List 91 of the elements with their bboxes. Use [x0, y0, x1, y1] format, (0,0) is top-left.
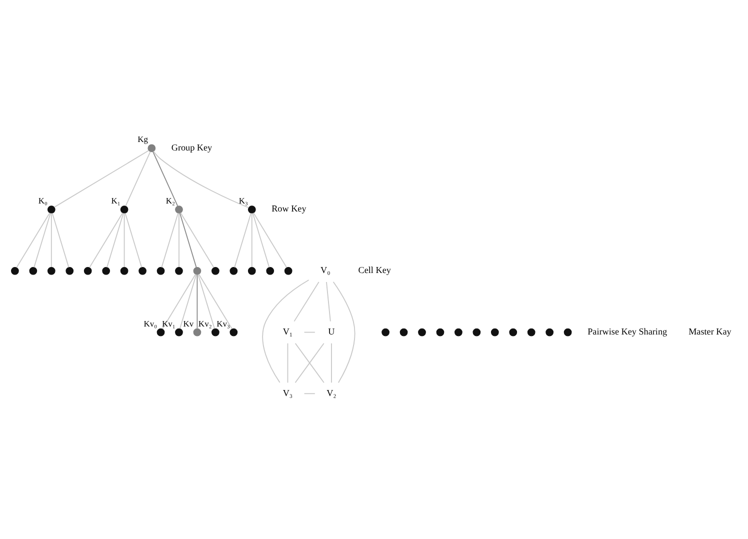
- node-circle: [490, 328, 499, 336]
- connector: [179, 212, 197, 268]
- connector: [234, 212, 252, 268]
- connector: [198, 273, 232, 329]
- label: Row Key: [272, 203, 306, 214]
- node-circle: [175, 205, 183, 213]
- connector: [304, 331, 316, 332]
- node-circle: [546, 328, 554, 336]
- label: Master Kay: [688, 326, 732, 336]
- label: Group Key: [171, 142, 212, 152]
- node-circle: [211, 266, 220, 274]
- connector: [331, 342, 332, 383]
- connector: [124, 212, 142, 268]
- connector: [54, 150, 150, 208]
- connector: [304, 392, 316, 394]
- node-circle: [400, 328, 408, 336]
- node-circle: [120, 266, 128, 274]
- node-circle: [193, 266, 202, 274]
- connector: [262, 279, 310, 382]
- node-circle: [120, 205, 128, 213]
- connector: [179, 274, 197, 329]
- node-circle: [248, 205, 256, 213]
- node-circle: [527, 328, 536, 336]
- node-circle: [11, 266, 19, 274]
- node-circle: [175, 328, 183, 336]
- connector: [294, 281, 320, 322]
- node-circle: [211, 328, 220, 336]
- node-circle: [248, 266, 256, 274]
- node-label: Kv₂: [198, 318, 212, 328]
- node-circle: [156, 266, 165, 274]
- node-label: K₂: [166, 195, 176, 206]
- node-circle: [148, 144, 156, 152]
- node-circle: [382, 328, 390, 336]
- connector: [34, 212, 51, 268]
- connector: [196, 274, 198, 328]
- node-circle: [454, 328, 462, 336]
- connector: [106, 212, 124, 268]
- node-circle: [472, 328, 481, 336]
- node-circle: [284, 266, 292, 274]
- connector: [161, 212, 178, 268]
- node-circle: [47, 205, 56, 213]
- node-circle: [230, 266, 238, 274]
- label: Pairwise Key Sharing: [588, 326, 668, 336]
- node-label: Kv₀: [144, 318, 158, 328]
- node-label: K₀: [38, 195, 48, 206]
- connector: [294, 342, 324, 383]
- connector: [152, 150, 178, 206]
- connector: [16, 212, 50, 268]
- connector: [125, 150, 151, 206]
- node-label: Kv: [183, 318, 194, 328]
- node-circle: [66, 266, 74, 274]
- node-circle: [436, 328, 444, 336]
- node-text: V₃: [282, 387, 293, 398]
- connector: [52, 212, 70, 268]
- node-circle: [509, 328, 518, 336]
- connector: [89, 212, 124, 268]
- node-text: V₀: [320, 264, 330, 275]
- node-circle: [564, 328, 572, 336]
- connector: [124, 212, 125, 267]
- node-text: V₁: [282, 326, 293, 336]
- node-circle: [47, 266, 56, 274]
- node-circle: [266, 266, 274, 274]
- connector: [253, 212, 288, 268]
- node-circle: [138, 266, 146, 274]
- node-label: Kv₃: [216, 318, 230, 328]
- node-circle: [230, 328, 238, 336]
- node-circle: [193, 328, 202, 336]
- connector: [162, 273, 196, 329]
- node-label: Kv₁: [162, 318, 176, 328]
- label: Cell Key: [358, 264, 391, 275]
- node-circle: [156, 328, 165, 336]
- node-text: V₂: [326, 387, 336, 398]
- connector: [251, 212, 252, 267]
- connector: [198, 274, 215, 329]
- node-label: Kg: [138, 134, 148, 144]
- connector: [180, 212, 214, 268]
- node-circle: [418, 328, 426, 336]
- connector: [332, 280, 356, 383]
- connector: [50, 212, 52, 267]
- node-label: K₃: [238, 195, 248, 206]
- connector: [153, 150, 250, 208]
- connector: [178, 212, 180, 267]
- node-circle: [84, 266, 92, 274]
- node-circle: [175, 266, 183, 274]
- connector: [287, 342, 288, 383]
- node-circle: [102, 266, 110, 274]
- connector: [326, 281, 331, 322]
- node-label: K₁: [111, 195, 120, 206]
- node-text: U: [328, 326, 335, 336]
- connector: [252, 212, 270, 268]
- node-circle: [29, 266, 38, 274]
